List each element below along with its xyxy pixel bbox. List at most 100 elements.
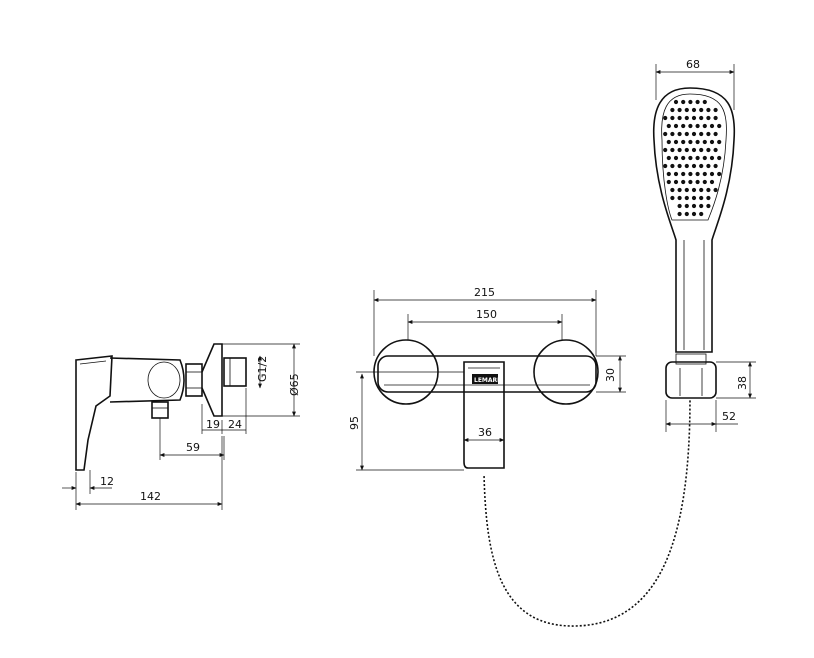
spray-hole	[706, 115, 711, 121]
dim-thread-label: G1/2	[256, 356, 269, 382]
spray-hole	[709, 123, 715, 129]
spray-hole	[670, 131, 675, 137]
spray-hole	[684, 211, 689, 217]
spray-hole	[681, 139, 686, 145]
spray-hole	[677, 147, 682, 153]
spray-hole	[666, 155, 671, 161]
spray-hole	[691, 187, 697, 193]
spray-hole	[663, 115, 668, 121]
spray-hole	[681, 171, 686, 177]
spray-hole	[666, 139, 671, 145]
spray-hole	[684, 195, 689, 201]
side-flange	[201, 343, 223, 417]
spray-hole	[677, 187, 682, 193]
dim-150-label: 150	[476, 308, 497, 321]
side-view: G1/2 Ø65 19 24 59 12 142	[62, 343, 301, 510]
spray-hole	[670, 147, 675, 153]
spray-hole	[713, 107, 718, 113]
spray-hole	[717, 123, 722, 129]
spray-hole	[681, 179, 686, 185]
spray-hole	[702, 179, 707, 185]
spray-hole	[684, 131, 689, 137]
dim-30-label: 30	[604, 368, 617, 382]
spray-hole	[699, 195, 704, 201]
spray-hole	[688, 99, 693, 105]
spray-hole	[706, 203, 711, 209]
spray-hole	[699, 211, 704, 217]
spray-hole	[713, 115, 718, 121]
spray-hole	[673, 99, 679, 105]
spray-hole	[677, 163, 682, 169]
dim-52-label: 52	[722, 410, 736, 423]
dim-diameter-label: Ø65	[288, 373, 301, 396]
side-nut	[185, 363, 203, 397]
spray-hole	[699, 131, 704, 137]
spray-hole	[663, 147, 668, 153]
spray-hole	[673, 123, 679, 129]
dim-19-label: 19	[206, 418, 220, 431]
spray-hole	[695, 179, 700, 185]
spray-hole	[684, 203, 689, 209]
spray-hole	[677, 195, 682, 201]
spray-hole	[666, 123, 671, 129]
spray-hole	[684, 115, 689, 121]
spray-hole	[709, 155, 715, 161]
spray-hole	[681, 123, 686, 129]
spray-hole	[688, 171, 693, 177]
spray-hole	[681, 99, 686, 105]
dim-142-label: 142	[140, 490, 161, 503]
spray-hole	[691, 163, 697, 169]
spray-hole	[706, 131, 711, 137]
spray-hole	[673, 171, 679, 177]
spray-hole	[702, 155, 707, 161]
spray-hole	[677, 115, 682, 121]
spray-hole	[706, 107, 711, 113]
dim-59-label: 59	[186, 441, 200, 454]
dim-38-label: 38	[736, 376, 749, 390]
side-pipe	[223, 357, 247, 387]
spray-hole	[699, 107, 704, 113]
spray-hole	[713, 147, 718, 153]
spray-hole	[666, 171, 671, 177]
spray-hole	[691, 147, 697, 153]
dim-95-label: 95	[348, 416, 361, 430]
spray-hole	[688, 155, 693, 161]
spray-hole	[688, 139, 693, 145]
brand-badge-text: LEMARK	[474, 377, 502, 384]
spray-hole	[684, 107, 689, 113]
side-lever-handle	[75, 355, 113, 471]
spray-hole	[709, 171, 715, 177]
spray-hole	[684, 147, 689, 153]
spray-hole	[670, 115, 675, 121]
dim-12-label: 12	[100, 475, 114, 488]
spray-hole	[706, 163, 711, 169]
spray-hole	[691, 115, 697, 121]
spray-hole	[684, 187, 689, 193]
spray-hole	[695, 171, 700, 177]
spray-hole	[699, 163, 704, 169]
spray-hole	[688, 123, 693, 129]
spray-hole	[691, 203, 697, 209]
spray-hole	[670, 187, 675, 193]
front-lever	[463, 361, 505, 469]
spray-hole	[699, 187, 704, 193]
spray-hole	[706, 195, 711, 201]
spray-hole	[670, 163, 675, 169]
dim-68-label: 68	[686, 58, 700, 71]
spray-hole	[691, 131, 697, 137]
spray-hole	[695, 139, 700, 145]
spray-hole	[691, 107, 697, 113]
spray-hole	[663, 163, 668, 169]
spray-hole	[709, 179, 715, 185]
spray-hole	[673, 155, 679, 161]
shower-holder	[665, 361, 717, 399]
spray-hole	[684, 163, 689, 169]
spray-hole	[702, 99, 707, 105]
spray-hole	[691, 195, 697, 201]
spray-hole	[699, 147, 704, 153]
spray-hole	[677, 211, 682, 217]
spray-hole	[681, 155, 686, 161]
side-outlet	[151, 401, 169, 419]
dim-36-label: 36	[478, 426, 492, 439]
dim-24-label: 24	[228, 418, 242, 431]
